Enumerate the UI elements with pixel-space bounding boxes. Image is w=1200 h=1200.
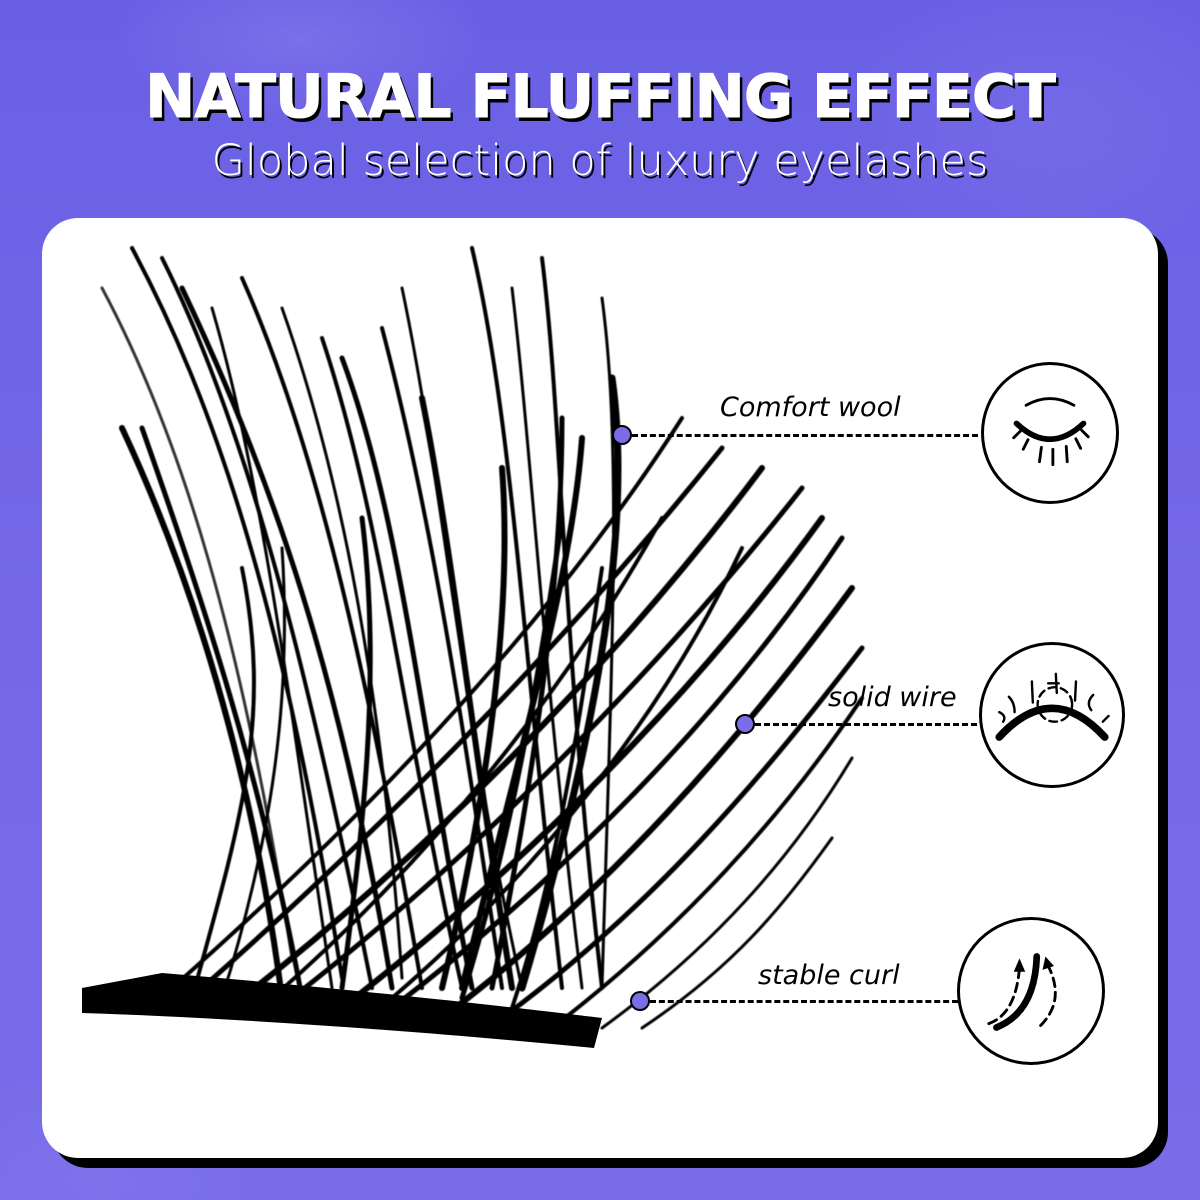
callout-line-stable-curl	[650, 1000, 958, 1003]
callout-line-comfort-wool	[632, 434, 978, 437]
callout-label-comfort-wool: Comfort wool	[720, 392, 901, 423]
closed-eye-icon	[1012, 397, 1090, 466]
lash-band-icon	[995, 672, 1110, 741]
callout-dot-comfort-wool	[612, 425, 632, 445]
comfort-wool-icon-circle	[981, 362, 1119, 504]
eyelash-image	[82, 246, 865, 1048]
callout-line-solid-wire	[755, 723, 977, 726]
page-title: NATURAL FLUFFING EFFECT	[145, 62, 1057, 133]
curl-arrows-icon	[987, 953, 1057, 1031]
callout-label-solid-wire: solid wire	[828, 682, 957, 713]
callout-dot-stable-curl	[630, 991, 650, 1011]
page-subtitle: Global selection of luxury eyelashes	[211, 136, 989, 186]
stable-curl-icon-circle	[957, 917, 1105, 1065]
callout-dot-solid-wire	[735, 714, 755, 734]
solid-wire-icon-circle	[979, 642, 1125, 788]
callout-label-stable-curl: stable curl	[758, 960, 900, 991]
